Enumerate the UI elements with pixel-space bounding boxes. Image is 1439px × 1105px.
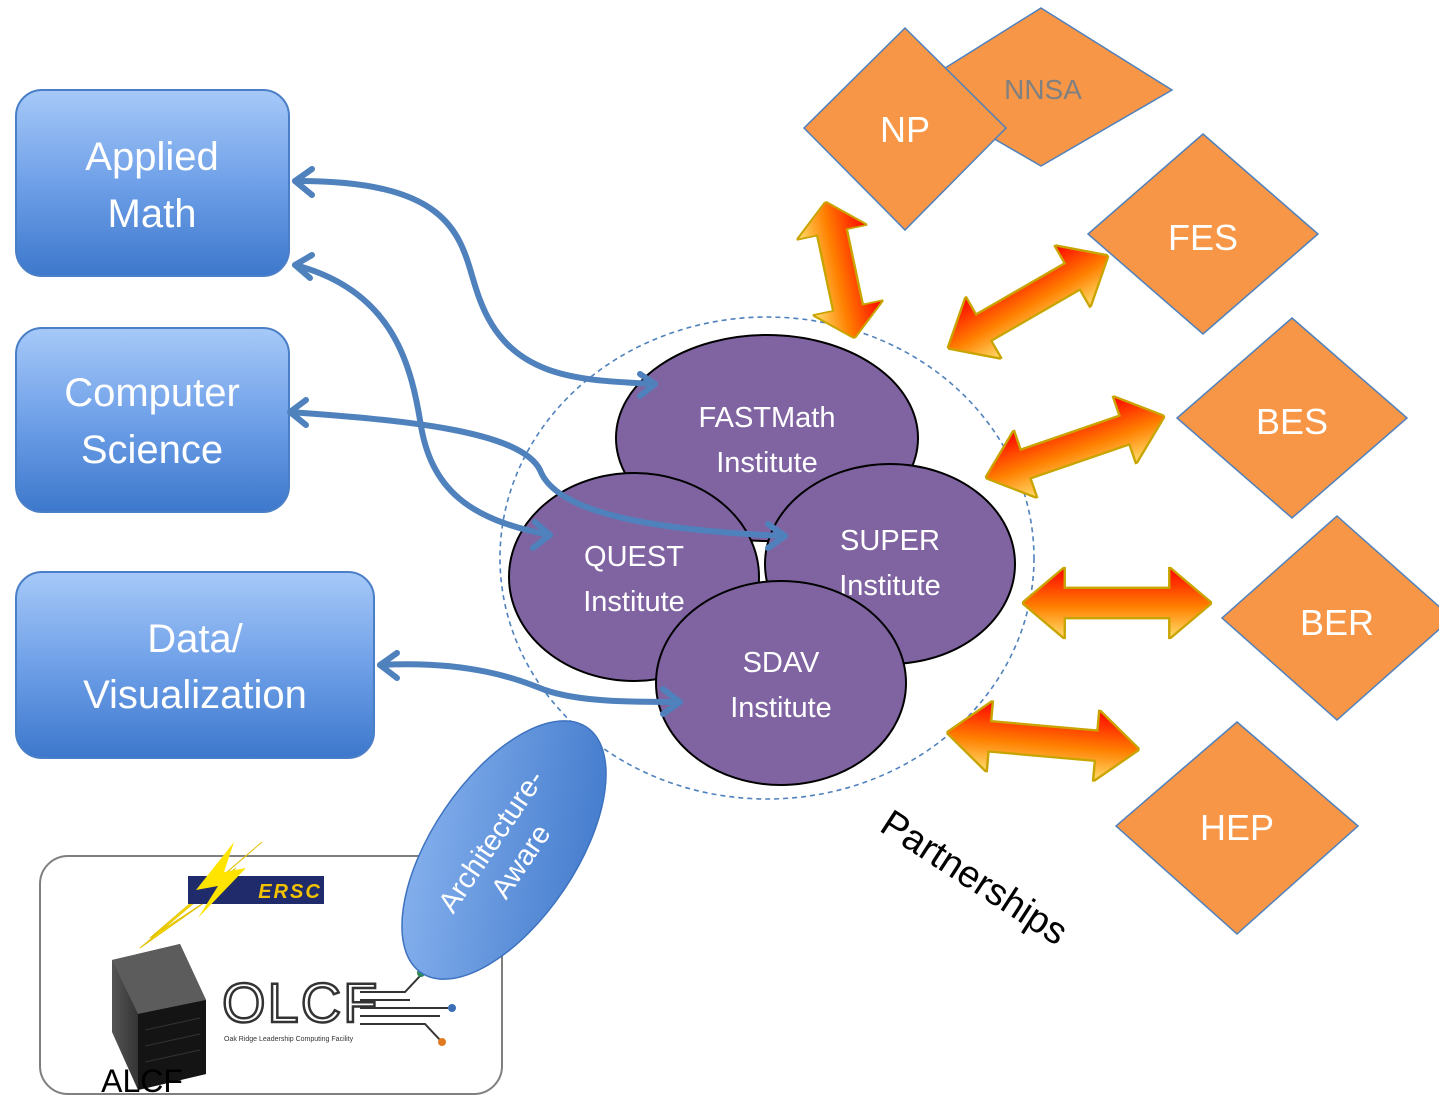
olcf-subtitle: Oak Ridge Leadership Computing Facility (224, 1036, 354, 1043)
applied-math-label-2: Math (108, 192, 197, 236)
super-label-1: SUPER (840, 525, 940, 557)
institutes-boundary (499, 316, 1035, 800)
data-visualization-label-2: Visualization (83, 673, 307, 717)
connector-applied-math-fastmath (292, 177, 658, 387)
partnership-arrow-bes (973, 381, 1177, 513)
partnerships-label: Partnerships (873, 802, 1075, 953)
alcf-label: ALCF (101, 1063, 183, 1099)
partnership-arrow-ber (1022, 566, 1213, 640)
arrowhead-applied-math (292, 166, 315, 198)
olcf-dot-blue (448, 1004, 456, 1012)
computer-science-label-2: Science (81, 428, 223, 472)
partnership-arrow-fes (929, 224, 1127, 380)
sdav-institute[interactable]: SDAV Institute (655, 580, 907, 786)
applied-math-box[interactable]: Applied Math (15, 89, 290, 277)
hep-diamond[interactable]: HEP (1114, 721, 1360, 936)
fastmath-label-2: Institute (716, 447, 818, 479)
olcf-dot-orange (438, 1038, 446, 1046)
connector-computer-science-super (287, 409, 788, 539)
quest-label-1: QUEST (584, 541, 684, 573)
data-visualization-box[interactable]: Data/ Visualization (15, 571, 375, 759)
computer-science-label-1: Computer (64, 371, 240, 415)
arrowhead-super (765, 521, 788, 551)
connector-data-visualization-sdav (377, 661, 683, 705)
arrowhead-sdav (660, 686, 683, 717)
nnsa-label: NNSA (1004, 74, 1082, 105)
np-diamond[interactable]: NP (802, 26, 1008, 232)
olcf-logo-text: OLCF (222, 971, 379, 1034)
partnership-arrow-np (790, 194, 890, 346)
facilities-panel: ERSC ALCF OLCF (39, 841, 503, 1099)
arrowhead-fastmath (637, 371, 658, 399)
sdav-label-1: SDAV (743, 647, 820, 679)
bes-diamond[interactable]: BES (1175, 317, 1409, 519)
quest-label-2: Institute (583, 586, 685, 618)
nersc-logo-text: ERSC (258, 881, 322, 903)
arrowhead-applied-math-2 (292, 252, 315, 281)
arrowhead-data-visualization (377, 650, 400, 681)
connector-applied-math-quest (292, 262, 553, 538)
ber-diamond[interactable]: BER (1220, 514, 1439, 722)
bes-label: BES (1256, 401, 1328, 442)
hep-label: HEP (1200, 807, 1274, 848)
np-label: NP (880, 109, 930, 150)
sdav-label-2: Institute (730, 692, 832, 724)
fes-diamond[interactable]: FES (1086, 133, 1320, 335)
fastmath-label-1: FASTMath (699, 402, 836, 434)
arrowhead-quest (530, 519, 553, 551)
super-label-2: Institute (839, 570, 941, 602)
arrowhead-computer-science (287, 397, 309, 428)
alcf-rack-icon (112, 944, 206, 1090)
computer-science-box[interactable]: Computer Science (15, 327, 290, 513)
fes-label: FES (1168, 217, 1238, 258)
data-visualization-label-1: Data/ (147, 617, 243, 661)
applied-math-label-1: Applied (85, 135, 218, 179)
olcf-logo: OLCF Oak Ridge Leadership Computing Faci… (221, 969, 456, 1046)
nersc-logo: ERSC (139, 841, 324, 949)
partnership-arrow-hep (943, 696, 1143, 786)
ber-label: BER (1300, 602, 1374, 643)
